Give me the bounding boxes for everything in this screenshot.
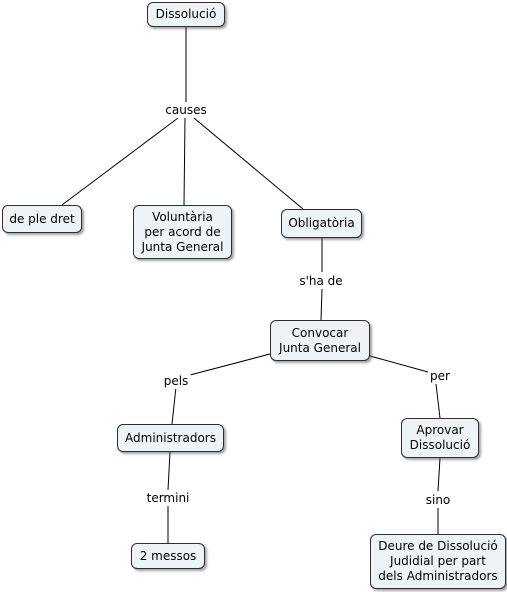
- concept-de-ple-dret[interactable]: de ple dret: [2, 205, 82, 233]
- link-pels-administradors: [171, 386, 177, 425]
- link-causes-obligatoria: [193, 117, 304, 210]
- concept-administradors[interactable]: Administradors: [117, 424, 224, 452]
- linking-phrase-termini: termini: [144, 490, 192, 506]
- concept-aprovar[interactable]: Aprovar Dissolució: [401, 418, 479, 458]
- linking-phrase-sha-de: s'ha de: [297, 273, 345, 289]
- linking-phrase-per: per: [428, 368, 452, 384]
- concept-voluntaria[interactable]: Voluntària per acord de Junta General: [133, 205, 232, 259]
- link-convocar-pels: [189, 353, 271, 376]
- linking-phrase-causes: causes: [163, 102, 209, 118]
- concept-convocar[interactable]: Convocar Junta General: [270, 320, 370, 361]
- concept-deure[interactable]: Deure de Dissolució Judidial per part de…: [370, 534, 506, 589]
- link-causes-voluntaria: [183, 117, 186, 206]
- link-administradors-termini: [167, 451, 171, 491]
- concept-dissolucio[interactable]: Dissolució: [147, 2, 225, 27]
- concept-dos-messos[interactable]: 2 messos: [131, 543, 205, 569]
- linking-phrase-sino: sino: [423, 492, 453, 508]
- link-convocar-per: [369, 355, 429, 373]
- link-causes-de-ple-dret: [61, 117, 179, 206]
- link-per-aprovar: [435, 383, 441, 419]
- link-aprovar-sino: [437, 457, 441, 492]
- concept-obligatoria[interactable]: Obligatòria: [281, 209, 362, 238]
- link-sha-de-convocar: [320, 288, 323, 321]
- linking-phrase-pels: pels: [161, 373, 191, 389]
